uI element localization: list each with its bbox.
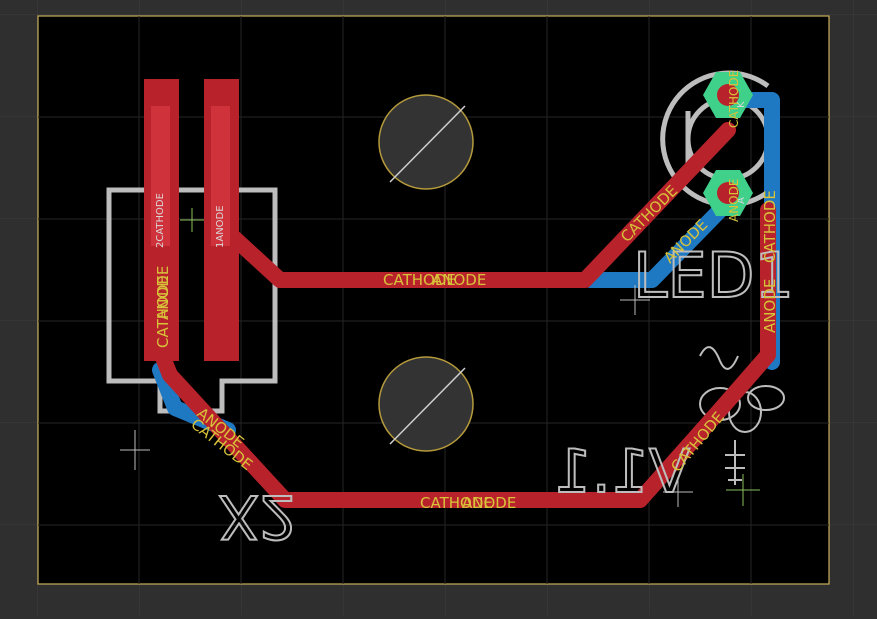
led-pin-a-net: ANODE xyxy=(727,179,741,222)
x2-silkscreen-outline xyxy=(106,187,278,414)
v1-silkscreen-graphic xyxy=(699,346,785,485)
top-trace-cathode[interactable] xyxy=(152,202,776,508)
x2-pad-2-highlight xyxy=(211,106,230,246)
mounting-hole-top[interactable] xyxy=(378,94,474,190)
led-pin-k-net: CATHODE xyxy=(727,70,741,128)
bottom-trace-anode-a[interactable] xyxy=(582,192,738,288)
silk-crosshair-markers xyxy=(120,285,693,507)
pad1-label: 2CATHODE xyxy=(155,193,166,248)
x2-ref-designator[interactable]: X2 xyxy=(217,480,298,552)
net-label-cathode-right: CATHODE xyxy=(761,190,779,263)
net-label-cathode-pad1: CATHODE xyxy=(154,275,172,348)
led-pin-k: K xyxy=(736,101,747,108)
net-label-anode-right: ANODE xyxy=(761,279,779,333)
net-label-anode-pad1: ANODE xyxy=(154,266,172,320)
mounting-hole-bottom[interactable] xyxy=(378,356,474,452)
v1-ref-designator[interactable]: V1.1 xyxy=(553,436,691,508)
net-label-cathode-bottom: CATHODE xyxy=(420,494,493,512)
top-copper-layer[interactable] xyxy=(152,122,776,508)
net-label-anode-top: ANODE xyxy=(432,271,486,289)
top-trace-anode[interactable] xyxy=(212,122,736,288)
pad2-label: 1ANODE xyxy=(215,205,226,248)
led-pin-a: A xyxy=(736,197,747,204)
led1-pad-a[interactable] xyxy=(703,170,753,216)
x2-pad-1-highlight xyxy=(151,106,170,246)
pad-labels: 2CATHODE 1ANODE K CATHODE A ANODE xyxy=(155,70,747,248)
origin-markers xyxy=(180,208,760,506)
net-label-cathode-top: CATHODE xyxy=(383,271,456,289)
net-label-anode-bottom: ANODE xyxy=(462,494,516,512)
led1-pad-k[interactable] xyxy=(703,72,753,118)
led1-ref-designator[interactable]: LED1 xyxy=(632,238,795,313)
